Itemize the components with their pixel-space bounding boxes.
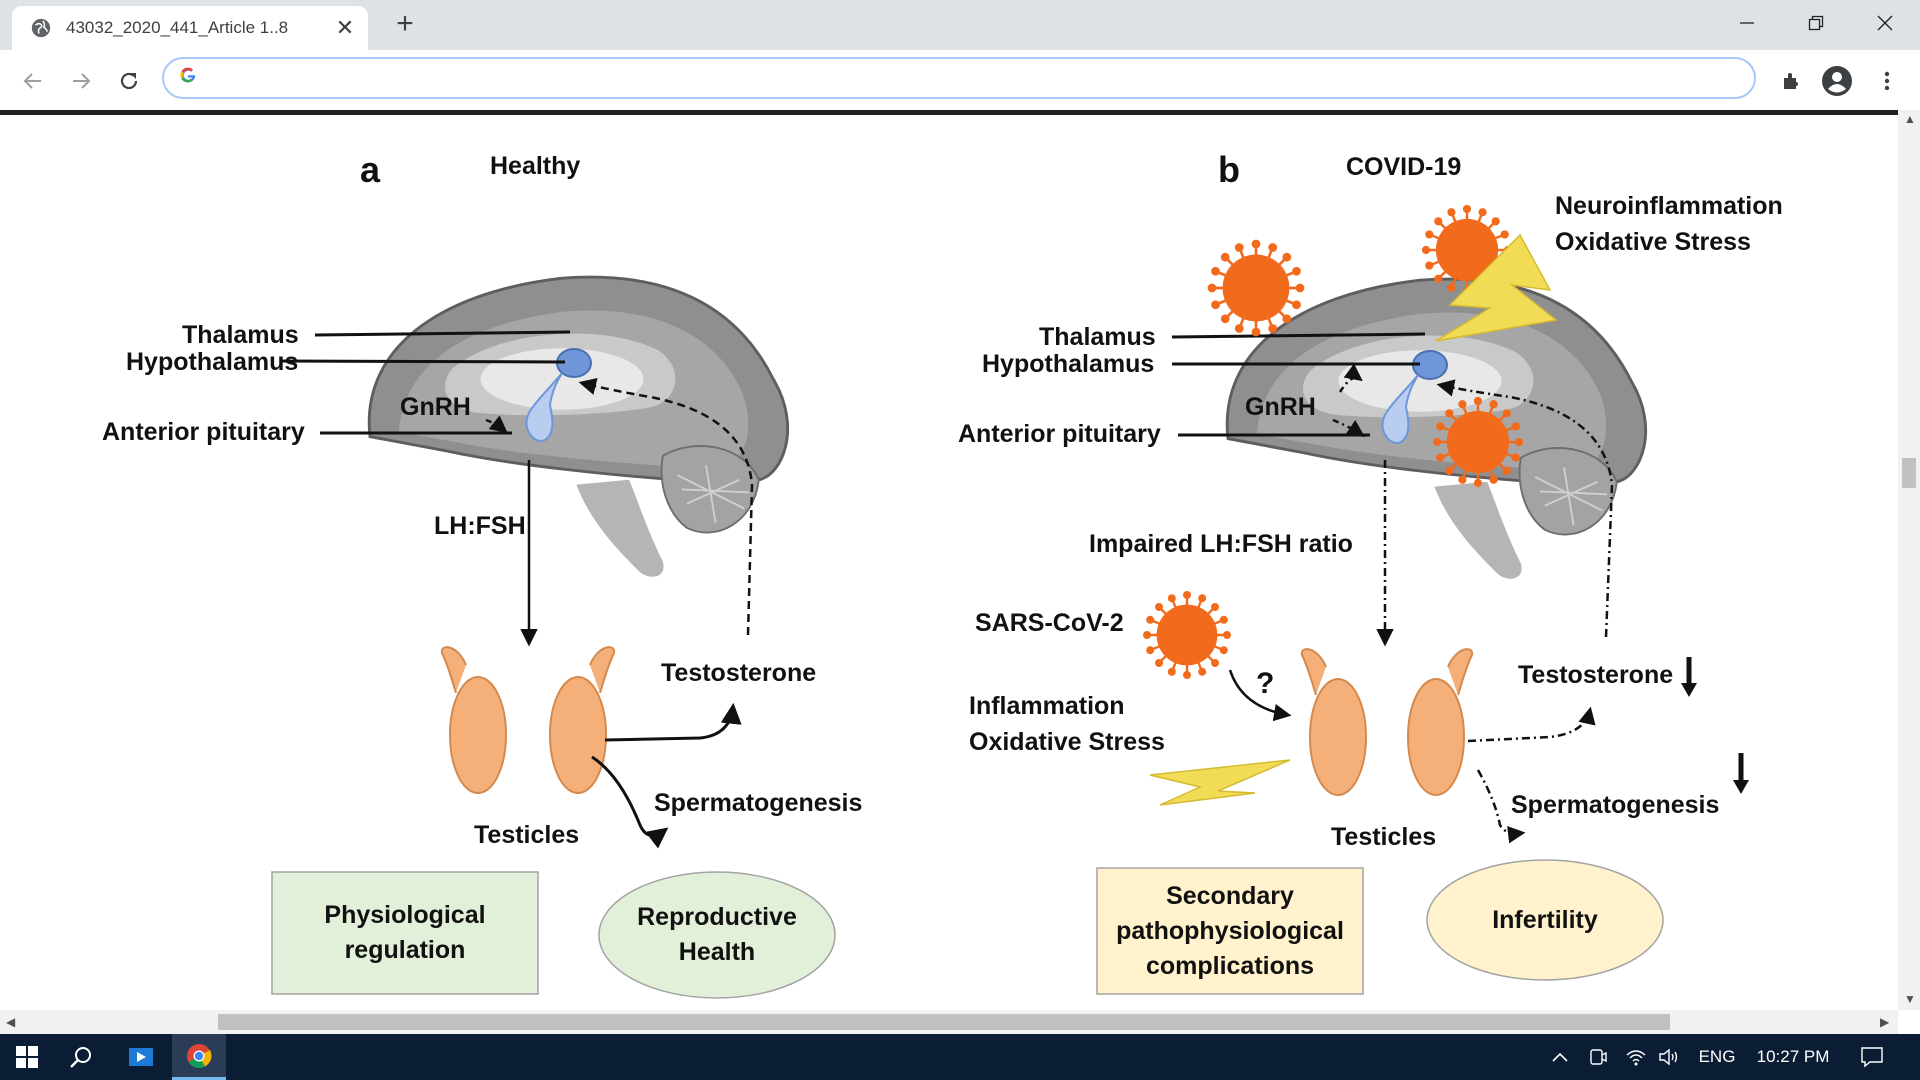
forward-icon[interactable] <box>64 64 98 98</box>
box-b-line1: Secondary <box>1166 881 1294 910</box>
volume-icon[interactable] <box>1657 1034 1683 1080</box>
address-bar[interactable] <box>162 57 1756 99</box>
horizontal-scroll-thumb[interactable] <box>218 1014 1670 1030</box>
panel-a-spermatogenesis-label: Spermatogenesis <box>654 789 863 817</box>
ellipse-a-line2: Health <box>678 938 756 966</box>
panel-a-testicles-label: Testicles <box>474 821 580 849</box>
document-viewer: a Healthy Thalamus Hypothalamus GnRH Ant… <box>0 115 1898 1015</box>
panel-b-letter: b <box>1218 149 1240 190</box>
close-icon[interactable]: ✕ <box>335 15 355 40</box>
tab-strip: 43032_2020_441_Article 1..8 ✕ + <box>0 0 1920 50</box>
windows-taskbar: ENG 10:27 PM <box>0 1034 1920 1080</box>
panel-b-thalamus-label: Thalamus <box>1039 323 1156 351</box>
profile-icon[interactable] <box>1820 64 1854 98</box>
chrome-icon[interactable] <box>172 1034 226 1080</box>
pdf-toolbar-edge <box>0 110 1898 115</box>
language-indicator[interactable]: ENG <box>1698 1047 1736 1066</box>
back-icon[interactable] <box>16 64 50 98</box>
restore-icon[interactable] <box>1796 8 1836 38</box>
menu-icon[interactable] <box>1870 64 1904 98</box>
secondary-complications-box: Secondary pathophysiological complicatio… <box>1097 868 1363 994</box>
neuroinflammation-label: Neuroinflammation <box>1555 192 1783 220</box>
notification-icon[interactable] <box>1852 1034 1892 1080</box>
panel-a-gnrh-label: GnRH <box>400 393 471 421</box>
chevron-up-icon[interactable] <box>1547 1034 1573 1080</box>
tab-title: 43032_2020_441_Article 1..8 <box>66 18 289 37</box>
meet-now-icon[interactable] <box>1585 1034 1611 1080</box>
panel-a-hypothalamus-label: Hypothalamus <box>126 348 299 376</box>
infertility-label: Infertility <box>1492 905 1598 934</box>
scroll-down-icon[interactable]: ▼ <box>1904 992 1916 1006</box>
panel-b-spermatogenesis-label: Spermatogenesis <box>1511 791 1720 819</box>
panel-b-testosterone-label: Testosterone <box>1518 661 1674 689</box>
panel-b-testicles-label: Testicles <box>1331 823 1437 851</box>
wifi-icon[interactable] <box>1623 1034 1649 1080</box>
impaired-ratio-label: Impaired LH:FSH ratio <box>1089 530 1353 558</box>
panel-a-anterior-pituitary-label: Anterior pituitary <box>102 418 305 446</box>
ellipse-a-line1: Reproductive <box>637 903 797 931</box>
oxidative-stress-label: Oxidative Stress <box>969 728 1165 756</box>
sars-cov-2-label: SARS-CoV-2 <box>975 609 1124 637</box>
box-a-line1: Physiological <box>324 901 486 929</box>
scroll-right-icon[interactable]: ▶ <box>1880 1015 1890 1029</box>
panel-b-gnrh-label: GnRH <box>1245 393 1316 421</box>
panel-a-lhfsh-label: LH:FSH <box>434 512 526 540</box>
reproductive-health-ellipse: Reproductive Health <box>599 872 835 998</box>
browser-tab[interactable]: 43032_2020_441_Article 1..8 ✕ <box>12 6 368 50</box>
media-app-icon[interactable] <box>116 1034 166 1080</box>
unknown-pathway-mark: ? <box>1256 667 1275 700</box>
figure-artwork <box>271 203 1749 999</box>
browser-toolbar <box>0 50 1920 110</box>
reload-icon[interactable] <box>112 64 146 98</box>
panel-a-letter: a <box>360 149 381 190</box>
neuro-oxidative-stress-label: Oxidative Stress <box>1555 228 1751 256</box>
extensions-icon[interactable] <box>1774 64 1808 98</box>
box-b-line2: pathophysiological <box>1116 916 1344 945</box>
minimize-icon[interactable] <box>1727 8 1767 38</box>
search-icon[interactable] <box>56 1034 106 1080</box>
inflammation-label: Inflammation <box>969 692 1125 720</box>
vertical-scroll-thumb[interactable] <box>1902 458 1916 488</box>
vertical-scrollbar[interactable]: ▲ ▼ <box>1898 110 1920 1010</box>
physiological-regulation-box: Physiological regulation <box>272 872 538 994</box>
scroll-left-icon[interactable]: ◀ <box>6 1015 16 1029</box>
infertility-ellipse: Infertility <box>1427 860 1663 980</box>
globe-icon <box>31 18 51 38</box>
horizontal-scrollbar[interactable]: ◀ ▶ <box>0 1010 1898 1034</box>
google-icon <box>178 65 198 91</box>
taskbar-clock[interactable]: 10:27 PM <box>1756 1047 1830 1066</box>
windows-start-icon[interactable] <box>0 1034 54 1080</box>
scroll-up-icon[interactable]: ▲ <box>1904 112 1916 126</box>
box-b-line3: complications <box>1145 951 1315 980</box>
panel-b-hypothalamus-label: Hypothalamus <box>982 350 1155 378</box>
panel-a-title: Healthy <box>490 152 581 180</box>
panel-b-anterior-pituitary-label: Anterior pituitary <box>958 420 1161 448</box>
address-input[interactable] <box>204 66 1608 90</box>
window-close-icon[interactable] <box>1865 8 1905 38</box>
box-a-line2: regulation <box>344 936 466 964</box>
new-tab-icon[interactable]: + <box>396 7 414 40</box>
panel-a-thalamus-label: Thalamus <box>182 321 299 349</box>
panel-a-testosterone-label: Testosterone <box>661 659 817 687</box>
panel-b-title: COVID-19 <box>1346 153 1462 181</box>
